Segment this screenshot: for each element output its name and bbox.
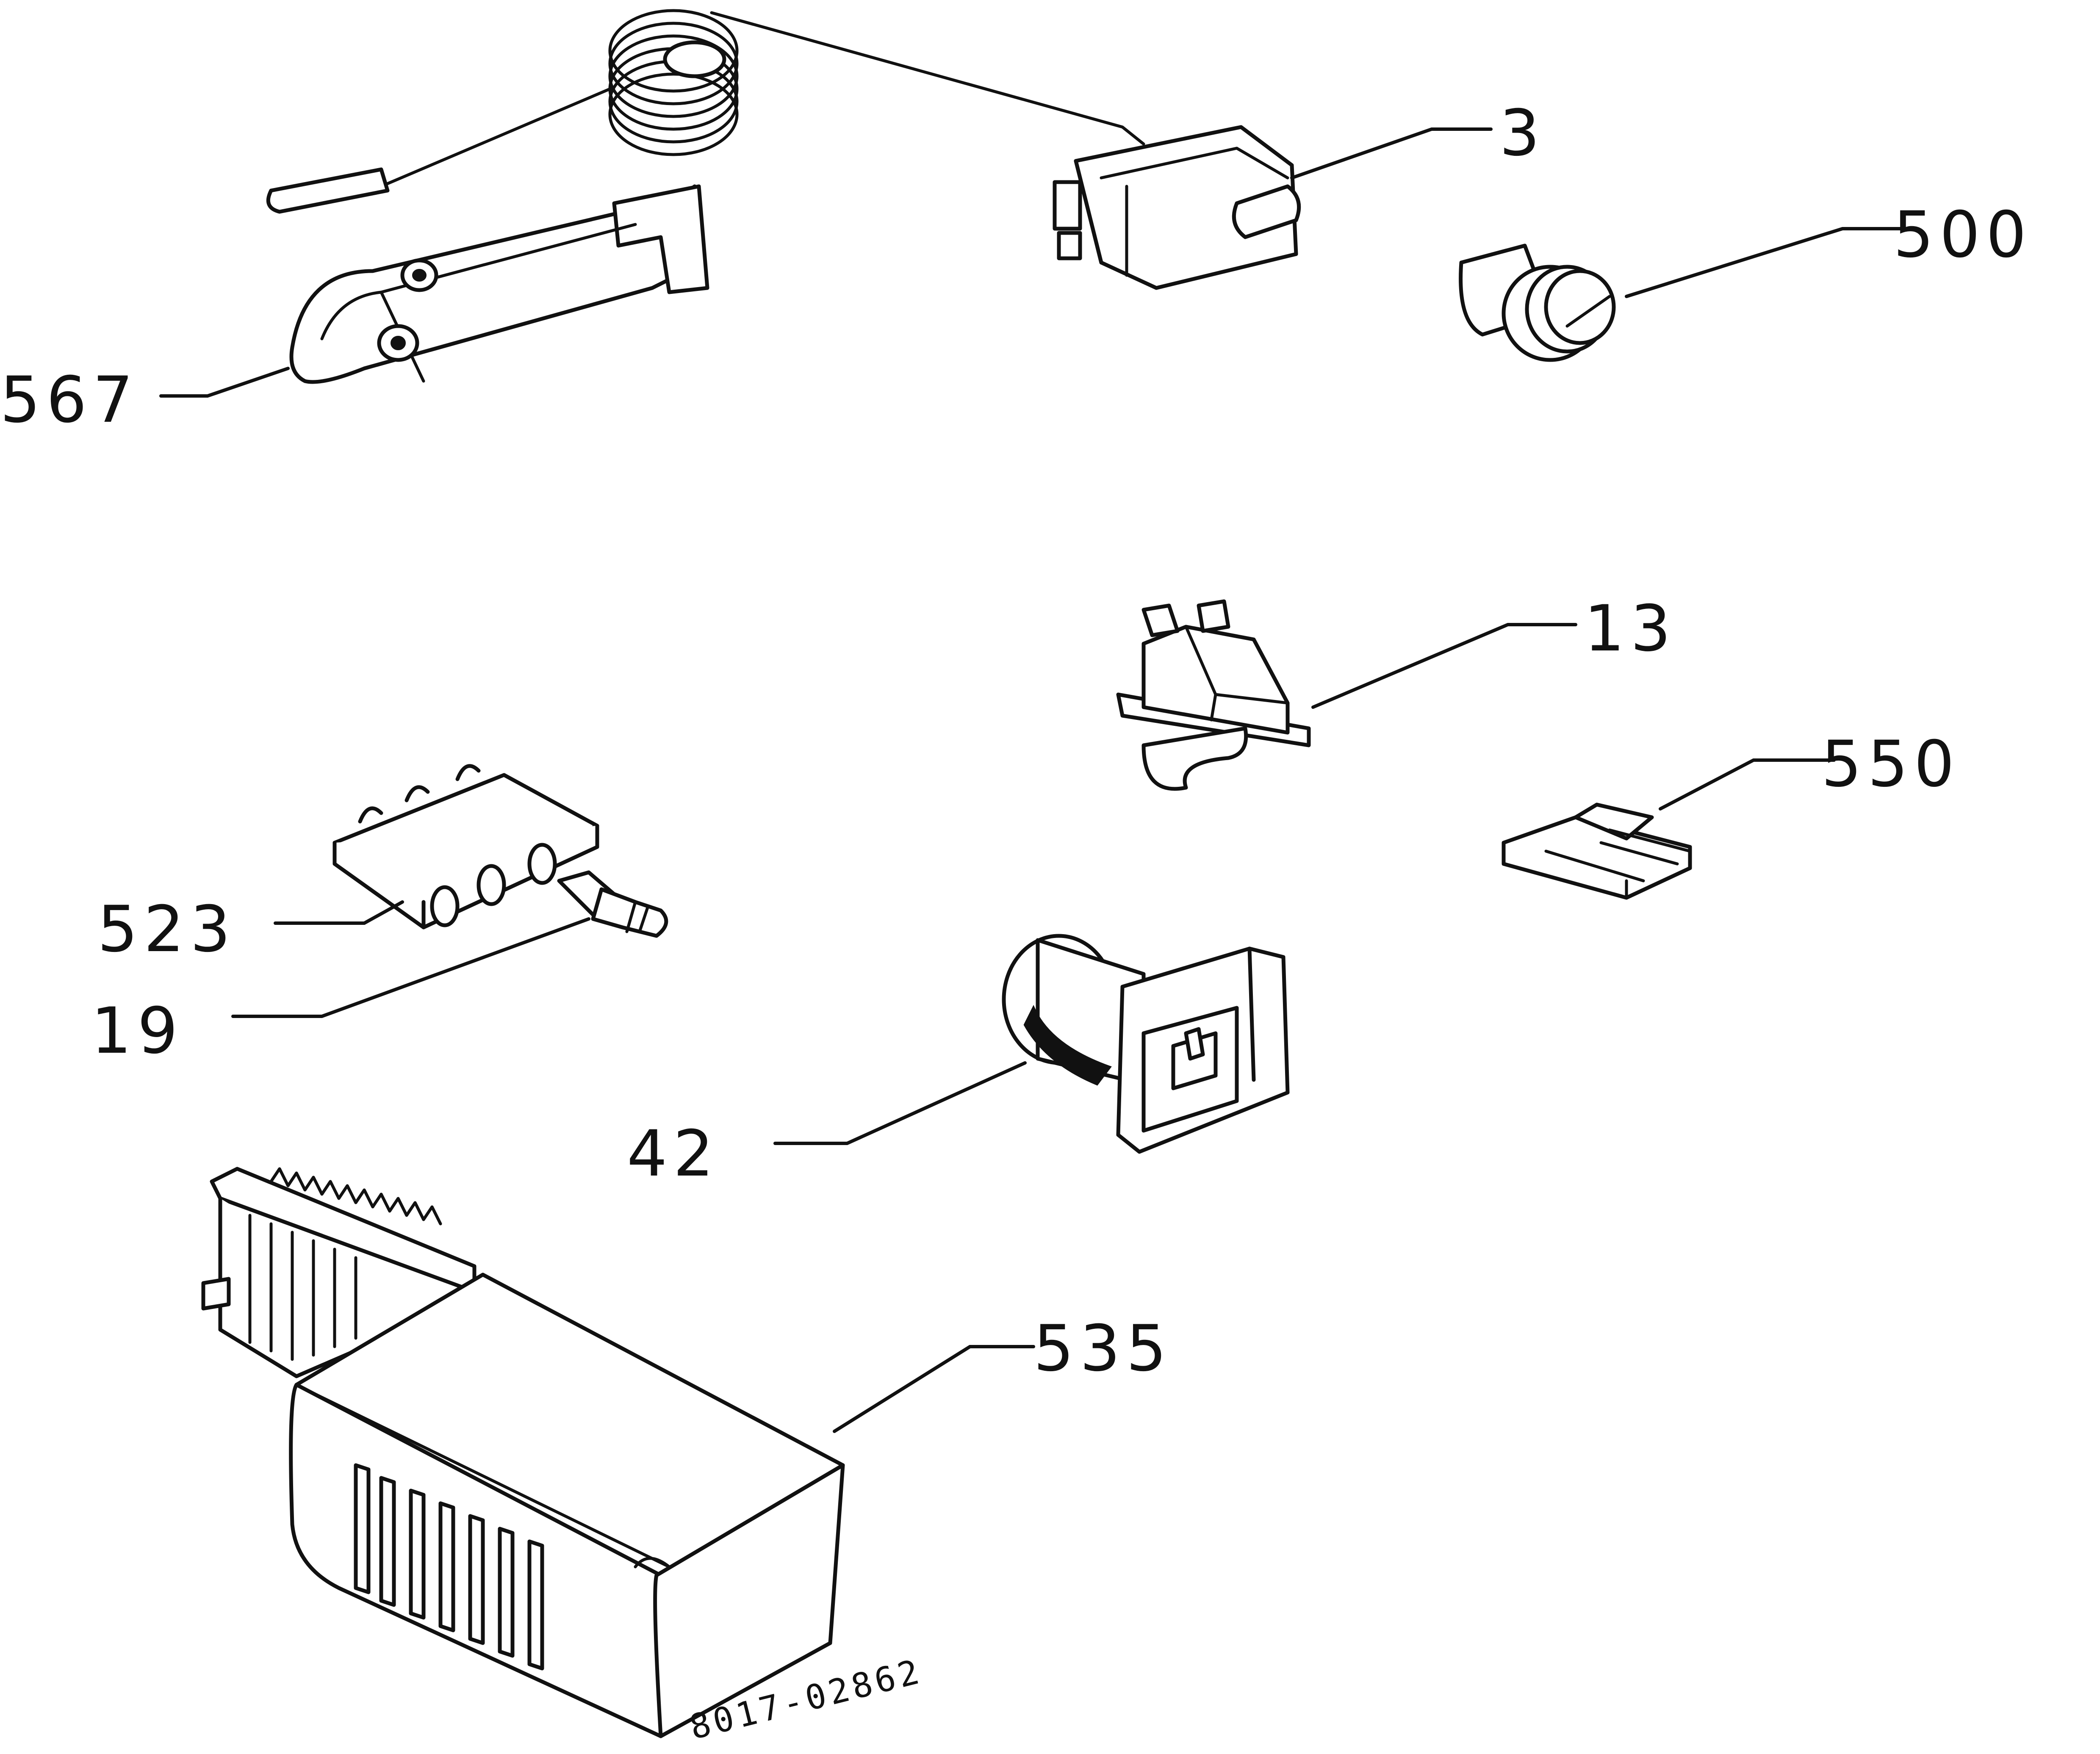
callout-523: 523 — [97, 893, 237, 966]
callout-42: 42 — [627, 1117, 720, 1191]
callout-535: 535 — [1033, 1312, 1173, 1386]
callout-13: 13 — [1584, 592, 1677, 666]
switch-part — [1116, 599, 1311, 791]
thermostat-part — [266, 9, 1301, 290]
lamp-holder-part — [1002, 934, 1290, 1154]
callout-500: 500 — [1893, 198, 2033, 272]
callout-19: 19 — [91, 994, 184, 1068]
connector-block-part — [332, 764, 599, 930]
knob-part — [1459, 243, 1616, 362]
callout-567: 567 — [0, 363, 139, 437]
clip-part — [1502, 802, 1692, 900]
callout-3: 3 — [1499, 97, 1546, 170]
bracket-part — [289, 184, 709, 384]
callout-550: 550 — [1821, 728, 1961, 801]
bulb-part — [557, 870, 668, 938]
leader-lines — [159, 127, 1908, 1433]
lamp-cover-part — [201, 1167, 845, 1738]
